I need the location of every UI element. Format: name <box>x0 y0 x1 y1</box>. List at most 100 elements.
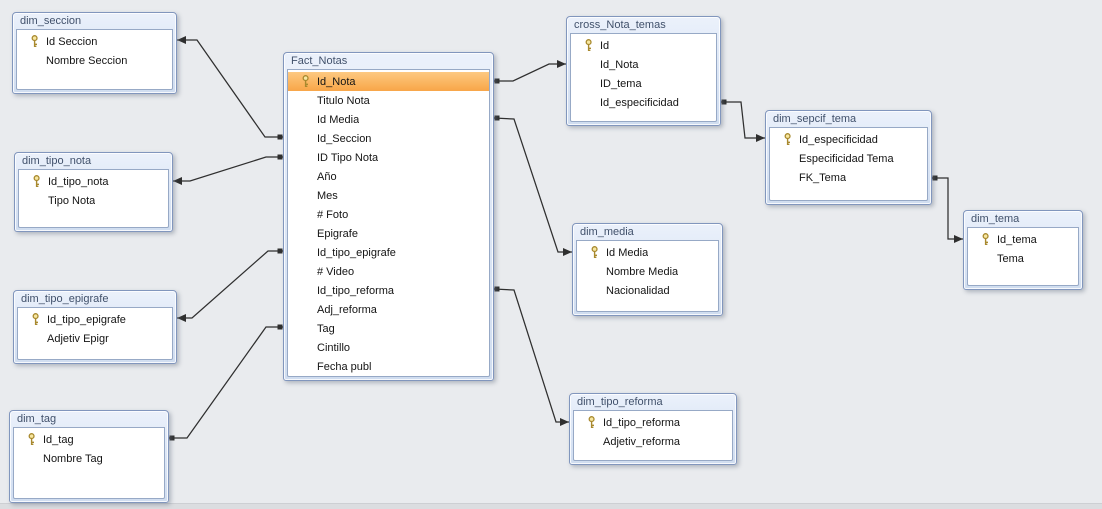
relationship-line-fact-notas-dim-tag[interactable] <box>169 326 283 439</box>
field-row-cintillo[interactable]: Cintillo <box>288 338 489 357</box>
field-row-id-nota[interactable]: Id_Nota <box>288 72 489 91</box>
table-title-dim-media[interactable]: dim_media <box>580 226 634 238</box>
primary-key-icon <box>588 416 595 428</box>
field-row-adjetiv-reforma[interactable]: Adjetiv_reforma <box>574 432 732 451</box>
table-title-dim-tipo-epigrafe[interactable]: dim_tipo_epigrafe <box>21 293 109 305</box>
relationship-line-fact-notas-dim-media[interactable] <box>493 117 572 253</box>
field-row-nombre-seccion[interactable]: Nombre Seccion <box>17 51 172 70</box>
field-row-especificidad-tema[interactable]: Especificidad Tema <box>770 149 927 168</box>
field-label: Nombre Media <box>606 265 679 278</box>
field-row-adj-reforma[interactable]: Adj_reforma <box>288 300 489 319</box>
relationship-line-fact-notas-dim-seccion[interactable] <box>177 39 283 138</box>
field-label: Tag <box>317 322 335 335</box>
endpoint-dot-fact-notas-dim-media <box>494 115 500 121</box>
field-row-fk-tema[interactable]: FK_Tema <box>770 168 927 187</box>
field-row-id-tipo-epigrafe[interactable]: Id_tipo_epigrafe <box>18 310 172 329</box>
arrowhead-fact-notas-dim-media <box>563 248 572 256</box>
field-label: Cintillo <box>317 341 351 354</box>
field-row-nombre-tag[interactable]: Nombre Tag <box>14 449 164 468</box>
arrowhead-fact-notas-cross-nota-temas <box>557 60 566 68</box>
field-row-id-tema[interactable]: Id_tema <box>968 230 1078 249</box>
field-row-epigrafe[interactable]: Epigrafe <box>288 224 489 243</box>
table-title-dim-tag[interactable]: dim_tag <box>17 413 57 425</box>
field-row-id-especificidad[interactable]: Id_especificidad <box>571 93 716 112</box>
relationship-line-dim-sepcif-tema-dim-tema[interactable] <box>932 177 963 240</box>
field-label: Nombre Tag <box>43 452 103 465</box>
field-row-video[interactable]: # Video <box>288 262 489 281</box>
endpoint-dot-fact-notas-dim-tipo-epigrafe <box>277 248 283 254</box>
field-row-id-tipo-reforma[interactable]: Id_tipo_reforma <box>288 281 489 300</box>
field-row-tipo-nota[interactable]: Tipo Nota <box>19 191 168 210</box>
relationship-line-fact-notas-dim-tipo-nota[interactable] <box>173 156 283 182</box>
relationship-line-fact-notas-cross-nota-temas[interactable] <box>494 63 566 82</box>
field-row-id[interactable]: Id <box>571 36 716 55</box>
table-title-dim-sepcif-tema[interactable]: dim_sepcif_tema <box>773 113 857 125</box>
field-label: Año <box>317 170 337 183</box>
field-row-id-tipo-reforma[interactable]: Id_tipo_reforma <box>574 413 732 432</box>
table-title-dim-tipo-nota[interactable]: dim_tipo_nota <box>22 155 92 167</box>
relationship-line-fact-notas-dim-tipo-epigrafe[interactable] <box>177 250 283 319</box>
arrowhead-cross-nota-temas-dim-sepcif-tema <box>756 134 765 142</box>
field-row-id-tema[interactable]: ID_tema <box>571 74 716 93</box>
primary-key-icon-slot <box>979 233 992 246</box>
field-label: Id <box>600 39 610 52</box>
field-row-id-tipo-nota[interactable]: Id_tipo_nota <box>19 172 168 191</box>
field-row-id-seccion[interactable]: Id_Seccion <box>288 129 489 148</box>
table-title-fact-notas[interactable]: Fact_Notas <box>291 55 348 67</box>
field-row-mes[interactable]: Mes <box>288 186 489 205</box>
table-title-dim-tipo-reforma[interactable]: dim_tipo_reforma <box>577 396 663 408</box>
field-label: Id Media <box>317 113 360 126</box>
field-label: Adjetiv Epigr <box>47 332 109 345</box>
field-label: # Foto <box>317 208 349 221</box>
primary-key-icon <box>585 39 592 51</box>
primary-key-icon-slot <box>28 35 41 48</box>
primary-key-icon <box>28 433 35 445</box>
field-row-id-tipo-nota[interactable]: ID Tipo Nota <box>288 148 489 167</box>
field-label: Id_Seccion <box>317 132 372 145</box>
table-title-dim-tema[interactable]: dim_tema <box>971 213 1020 225</box>
relationship-line-cross-nota-temas-dim-sepcif-tema[interactable] <box>721 101 765 139</box>
field-row-adjetiv-epigr[interactable]: Adjetiv Epigr <box>18 329 172 348</box>
field-row-id-nota[interactable]: Id_Nota <box>571 55 716 74</box>
arrowhead-fact-notas-dim-seccion <box>177 36 186 44</box>
field-row-id-media[interactable]: Id Media <box>577 243 718 262</box>
field-label: Mes <box>317 189 338 202</box>
field-label: Id_tag <box>43 433 74 446</box>
arrowhead-fact-notas-dim-tipo-nota <box>173 177 182 185</box>
field-row-id-especificidad[interactable]: Id_especificidad <box>770 130 927 149</box>
field-row-titulo-nota[interactable]: Titulo Nota <box>288 91 489 110</box>
field-row-fecha-publ[interactable]: Fecha publ <box>288 357 489 376</box>
field-row-foto[interactable]: # Foto <box>288 205 489 224</box>
field-row-id-tipo-epigrafe[interactable]: Id_tipo_epigrafe <box>288 243 489 262</box>
field-row-tema[interactable]: Tema <box>968 249 1078 268</box>
field-row-tag[interactable]: Tag <box>288 319 489 338</box>
primary-key-icon-slot <box>29 313 42 326</box>
field-row-id-tag[interactable]: Id_tag <box>14 430 164 449</box>
field-row-nombre-media[interactable]: Nombre Media <box>577 262 718 281</box>
field-row-id-media[interactable]: Id Media <box>288 110 489 129</box>
field-label: FK_Tema <box>799 171 847 184</box>
field-label: Id_especificidad <box>799 133 878 146</box>
primary-key-icon-slot <box>299 75 312 88</box>
relationship-line-fact-notas-dim-tipo-reforma[interactable] <box>493 288 569 423</box>
table-title-dim-seccion[interactable]: dim_seccion <box>20 15 82 27</box>
field-row-a-o[interactable]: Año <box>288 167 489 186</box>
field-label: Tipo Nota <box>48 194 96 207</box>
field-label: Id_Nota <box>317 75 356 88</box>
field-row-id-seccion[interactable]: Id Seccion <box>17 32 172 51</box>
table-title-cross-nota-temas[interactable]: cross_Nota_temas <box>574 19 666 31</box>
field-row-nacionalidad[interactable]: Nacionalidad <box>577 281 718 300</box>
